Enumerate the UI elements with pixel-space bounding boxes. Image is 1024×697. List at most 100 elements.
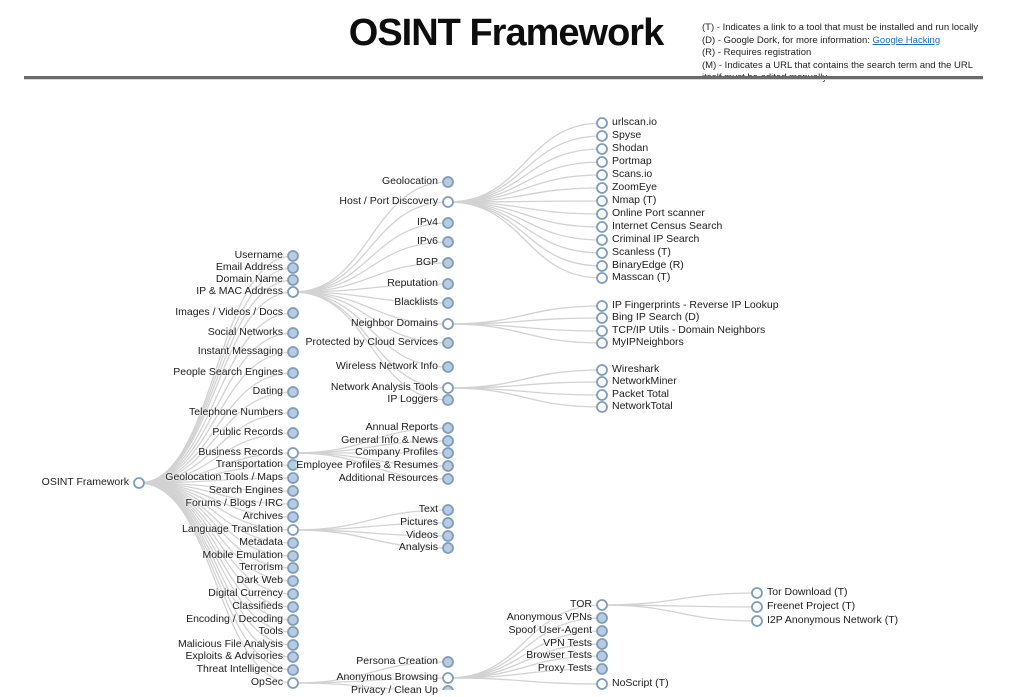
tree-node-label[interactable]: TOR [570, 598, 592, 610]
tree-node-circle[interactable] [596, 389, 608, 401]
tree-node-label[interactable]: Text [418, 503, 438, 515]
tree-node-circle[interactable] [596, 401, 608, 413]
tree-node-label[interactable]: IP & MAC Address [196, 285, 283, 297]
tree-node-circle[interactable] [287, 459, 299, 471]
tree-node-label[interactable]: Wireshark [612, 363, 660, 375]
tree-node-label[interactable]: Packet Total [612, 388, 670, 400]
tree-node-circle[interactable] [287, 367, 299, 379]
tree-node-circle[interactable] [596, 300, 608, 312]
tree-node-label[interactable]: Email Address [215, 261, 283, 273]
tree-node-circle[interactable] [596, 208, 608, 220]
tree-node-circle[interactable] [751, 587, 763, 599]
tree-node-circle[interactable] [442, 176, 454, 188]
tree-node-label[interactable]: Images / Videos / Docs [175, 306, 283, 318]
google-hacking-link[interactable]: Google Hacking [872, 34, 941, 46]
tree-node-circle[interactable] [596, 625, 608, 637]
tree-node-label[interactable]: ZoomEye [612, 181, 657, 193]
tree-node-circle[interactable] [442, 297, 454, 309]
tree-node-circle[interactable] [287, 274, 299, 286]
tree-node-circle[interactable] [596, 312, 608, 324]
tree-node-label[interactable]: Privacy / Clean Up [351, 684, 438, 696]
tree-node-circle[interactable] [287, 524, 299, 536]
tree-node-label[interactable]: Freenet Project (T) [767, 600, 856, 612]
tree-node-label[interactable]: Annual Reports [365, 421, 438, 433]
tree-node-circle[interactable] [287, 639, 299, 651]
tree-node-circle[interactable] [596, 650, 608, 662]
tree-node-label[interactable]: Language Translation [182, 523, 283, 535]
tree-node-circle[interactable] [596, 325, 608, 337]
tree-node-circle[interactable] [287, 626, 299, 638]
tree-node-circle[interactable] [442, 318, 454, 330]
tree-node-circle[interactable] [596, 663, 608, 675]
tree-node-circle[interactable] [596, 130, 608, 142]
tree-node-circle[interactable] [287, 286, 299, 298]
tree-node-label[interactable]: Company Profiles [355, 446, 438, 458]
tree-node-circle[interactable] [287, 485, 299, 497]
tree-node-label[interactable]: Geolocation [381, 175, 438, 187]
tree-node-circle[interactable] [442, 217, 454, 229]
tree-node-label[interactable]: Dark Web [236, 574, 284, 586]
tree-node-label[interactable]: Criminal IP Search [612, 233, 700, 245]
tree-node-label[interactable]: Scans.io [612, 168, 653, 180]
tree-node-label[interactable]: NoScript (T) [612, 677, 669, 689]
tree-node-circle[interactable] [442, 530, 454, 542]
tree-node-circle[interactable] [287, 472, 299, 484]
tree-node-label[interactable]: Browser Tests [526, 649, 592, 661]
tree-node-label[interactable]: Videos [406, 529, 438, 541]
tree-node-circle[interactable] [596, 678, 608, 690]
tree-node-label[interactable]: Scanless (T) [612, 246, 671, 258]
tree-node-label[interactable]: NetworkTotal [612, 400, 673, 412]
tree-node-circle[interactable] [442, 361, 454, 373]
tree-node-circle[interactable] [442, 542, 454, 554]
tree-node-circle[interactable] [596, 272, 608, 284]
tree-node-label[interactable]: IP Fingerprints - Reverse IP Lookup [612, 299, 779, 311]
tree-node-label[interactable]: Tools [258, 625, 283, 637]
tree-node-circle[interactable] [596, 195, 608, 207]
tree-node-circle[interactable] [287, 614, 299, 626]
tree-node-circle[interactable] [287, 327, 299, 339]
tree-node-circle[interactable] [287, 537, 299, 549]
tree-node-label[interactable]: NetworkMiner [612, 375, 677, 387]
tree-node-label[interactable]: Analysis [398, 541, 438, 553]
tree-node-circle[interactable] [442, 460, 454, 472]
tree-node-label[interactable]: Telephone Numbers [189, 406, 283, 418]
tree-node-label[interactable]: Social Networks [207, 326, 283, 338]
tree-node-label[interactable]: IPv4 [416, 216, 438, 228]
tree-node-circle[interactable] [287, 601, 299, 613]
tree-node-circle[interactable] [751, 615, 763, 627]
tree-node-label[interactable]: Blacklists [394, 296, 438, 308]
tree-node-label[interactable]: Metadata [239, 536, 283, 548]
tree-node-label[interactable]: Malicious File Analysis [177, 638, 283, 650]
tree-node-label[interactable]: Employee Profiles & Resumes [296, 459, 438, 471]
tree-node-label[interactable]: OSINT Framework [41, 476, 129, 488]
tree-node-label[interactable]: Domain Name [215, 273, 283, 285]
tree-node-label[interactable]: Nmap (T) [612, 194, 657, 206]
tree-node-circle[interactable] [287, 562, 299, 574]
tree-node-label[interactable]: Spoof User-Agent [508, 624, 592, 636]
tree-node-circle[interactable] [442, 382, 454, 394]
tree-node-label[interactable]: Tor Download (T) [767, 586, 848, 598]
tree-node-circle[interactable] [442, 656, 454, 668]
tree-node-circle[interactable] [287, 407, 299, 419]
tree-node-label[interactable]: urlscan.io [612, 116, 657, 128]
tree-node-label[interactable]: TCP/IP Utils - Domain Neighbors [612, 324, 766, 336]
tree-node-circle[interactable] [442, 257, 454, 269]
tree-node-circle[interactable] [596, 364, 608, 376]
tree-node-circle[interactable] [287, 262, 299, 274]
tree-node-circle[interactable] [442, 278, 454, 290]
tree-node-label[interactable]: Spyse [612, 129, 642, 141]
tree-node-circle[interactable] [287, 550, 299, 562]
tree-node-circle[interactable] [287, 511, 299, 523]
tree-node-label[interactable]: Protected by Cloud Services [305, 336, 438, 348]
tree-node-circle[interactable] [596, 337, 608, 349]
tree-node-circle[interactable] [442, 196, 454, 208]
tree-node-circle[interactable] [596, 221, 608, 233]
tree-node-circle[interactable] [287, 588, 299, 600]
tree-node-circle[interactable] [287, 386, 299, 398]
tree-node-label[interactable]: Proxy Tests [537, 662, 592, 674]
tree-node-label[interactable]: Username [234, 249, 283, 261]
tree-node-label[interactable]: Internet Census Search [612, 220, 723, 232]
tree-node-label[interactable]: Archives [242, 510, 283, 522]
tree-node-circle[interactable] [596, 117, 608, 129]
tree-node-label[interactable]: Wireless Network Info [335, 360, 438, 372]
